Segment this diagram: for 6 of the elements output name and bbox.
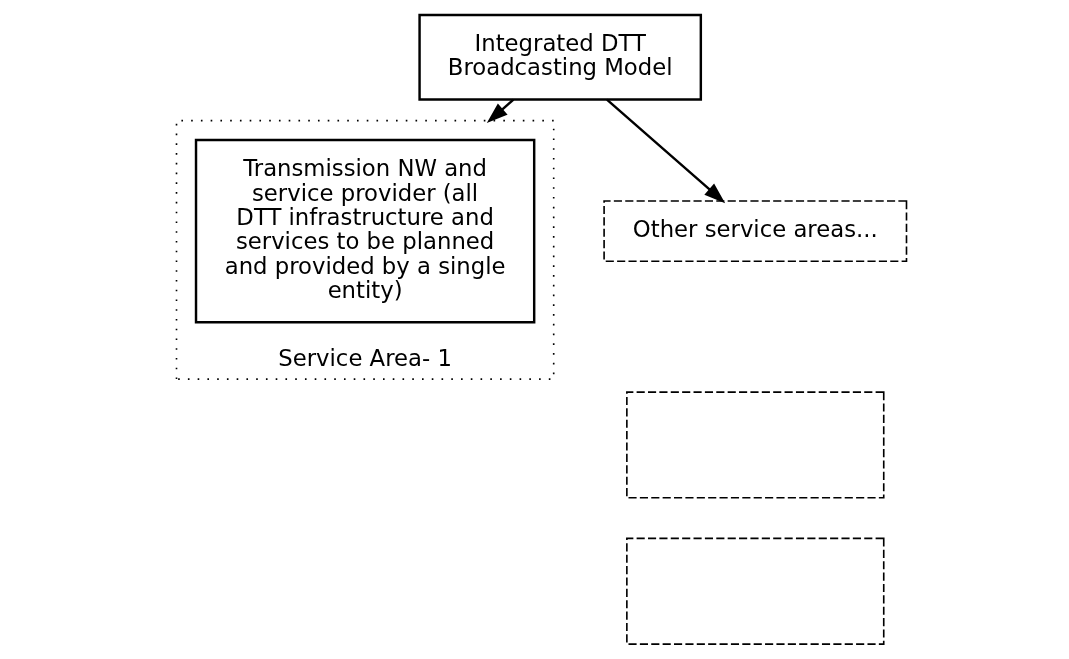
node-box (625, 537, 885, 645)
arrow (605, 98, 725, 204)
node-box (625, 391, 885, 499)
node-box: Transmission NW and service provider (all DTT infrastructure and services to be planned and provided by a single entity) (194, 138, 535, 324)
node-box: Integrated DTT Broadcasting Model (417, 13, 702, 101)
node-box: Other service areas... (602, 200, 907, 263)
